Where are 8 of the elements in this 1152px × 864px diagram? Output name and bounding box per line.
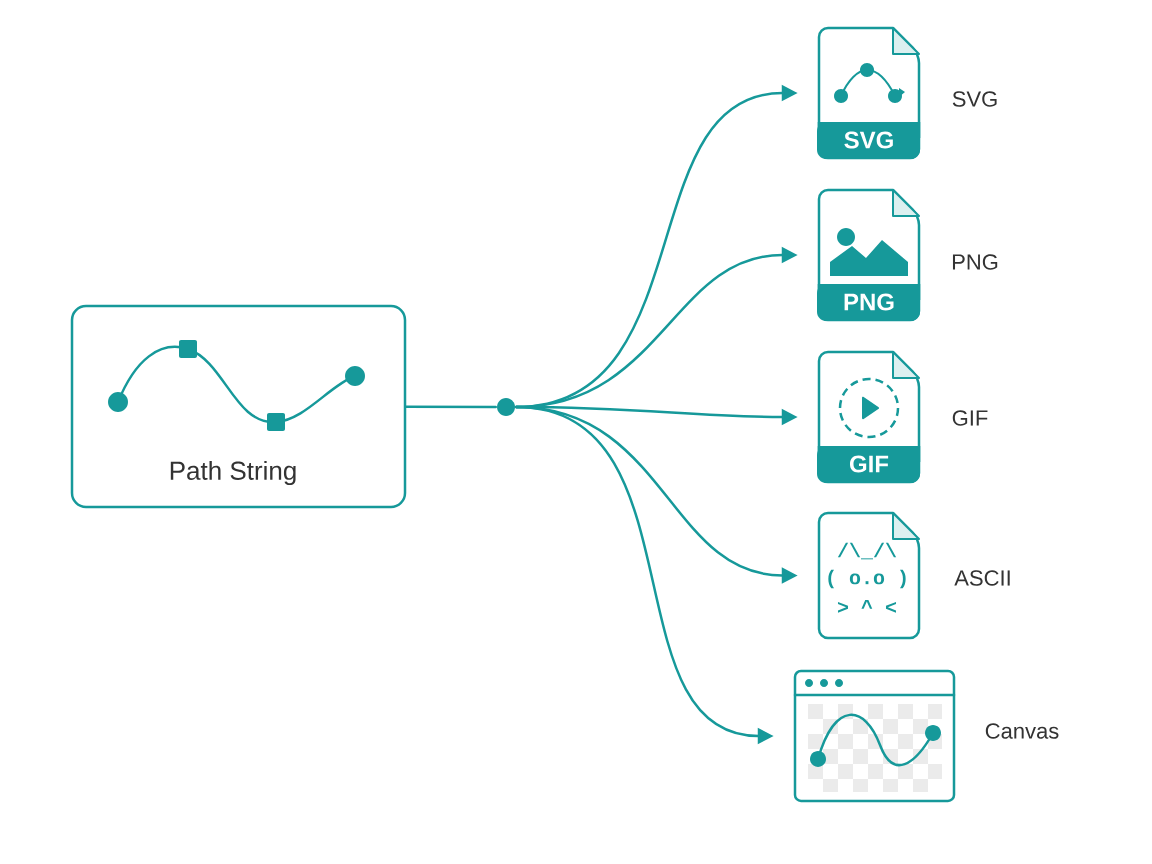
format-label: SVG: [952, 91, 997, 107]
process-box: Path String: [70, 304, 407, 509]
junction-dot: [497, 398, 515, 416]
format-label: PNG: [952, 254, 998, 270]
format-label: ASCII: [954, 570, 1010, 586]
format-label: Canvas: [985, 723, 1059, 739]
browser-window-drawing: [793, 669, 956, 803]
format-label: GIF: [952, 410, 988, 426]
